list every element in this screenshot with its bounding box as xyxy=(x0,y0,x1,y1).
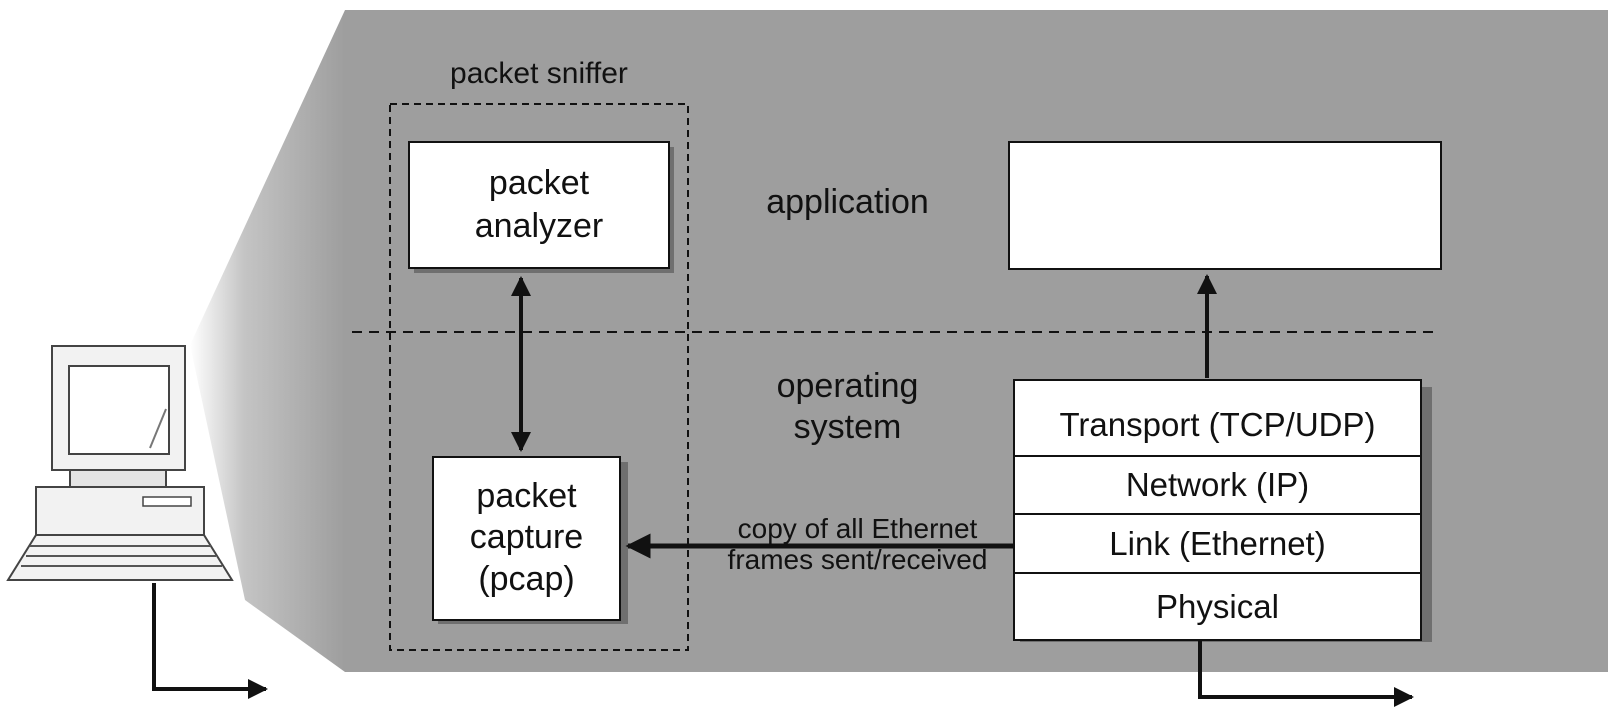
packet-analyzer-box xyxy=(408,141,670,269)
protocol-stack xyxy=(1013,379,1422,641)
packet-analyzer-label: packet analyzer xyxy=(474,164,604,245)
application-box xyxy=(1008,141,1442,270)
link-layer: Link (Ethernet) xyxy=(1109,524,1326,562)
network-out-arrow xyxy=(1198,640,1414,707)
sniffer-boundary xyxy=(389,103,689,651)
copy-frames-label: copy of all Ethernet frames sent/receive… xyxy=(727,513,988,575)
operating-system-label: operating system xyxy=(776,367,919,446)
packet-sniffer-title: packet sniffer xyxy=(450,57,628,90)
computer-icon xyxy=(6,345,234,581)
packet-capture-box xyxy=(432,456,621,621)
application-label: application xyxy=(766,183,929,221)
transport-layer: Transport (TCP/UDP) xyxy=(1059,406,1376,443)
computer-network-arrow xyxy=(152,583,268,699)
zoom-beam xyxy=(190,10,345,672)
packet-capture-label: packet capture (pcap) xyxy=(469,477,584,598)
physical-layer: Physical xyxy=(1156,587,1279,625)
network-layer: Network (IP) xyxy=(1125,466,1310,503)
